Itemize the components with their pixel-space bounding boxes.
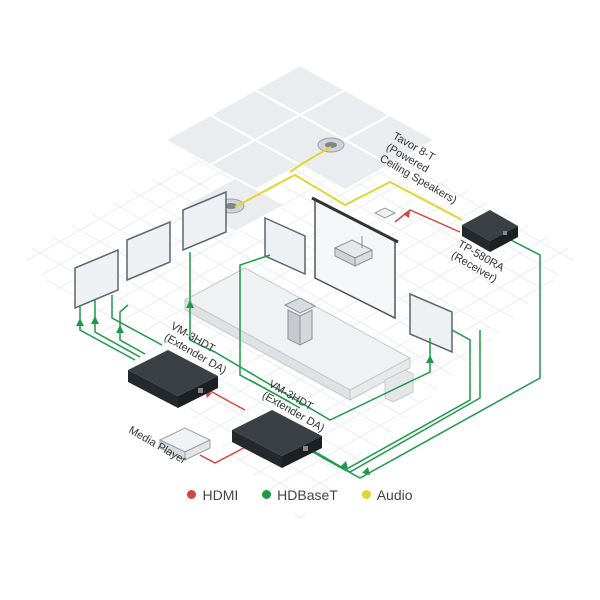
- media-player-device: [158, 427, 212, 461]
- tp-580ra-receiver: [462, 210, 518, 252]
- hdmi-dot-icon: [187, 490, 197, 499]
- legend-item-hdbaset: HDBaseT: [262, 487, 338, 503]
- vm-3hdt-extender-2: [232, 410, 322, 468]
- flow-arrows: [76, 210, 434, 475]
- vm-3hdt-extender-1: [128, 350, 218, 408]
- projector-mount: [373, 207, 397, 219]
- legend: HDMI HDBaseT Audio: [0, 487, 600, 503]
- ceiling-speaker-icon: [317, 137, 345, 153]
- legend-item-hdmi: HDMI: [187, 487, 238, 503]
- monitor-displays: [74, 190, 453, 354]
- ceiling-tiles: [162, 63, 438, 234]
- legend-item-audio: Audio: [361, 487, 413, 503]
- legend-label: HDBaseT: [277, 487, 338, 503]
- hdbaset-dot-icon: [262, 490, 272, 499]
- audio-lines: [234, 146, 463, 221]
- legend-label: Audio: [376, 487, 413, 503]
- legend-label: HDMI: [202, 487, 239, 503]
- audio-dot-icon: [361, 490, 371, 499]
- podium-icon: [283, 297, 317, 346]
- projector-icon: [333, 236, 374, 267]
